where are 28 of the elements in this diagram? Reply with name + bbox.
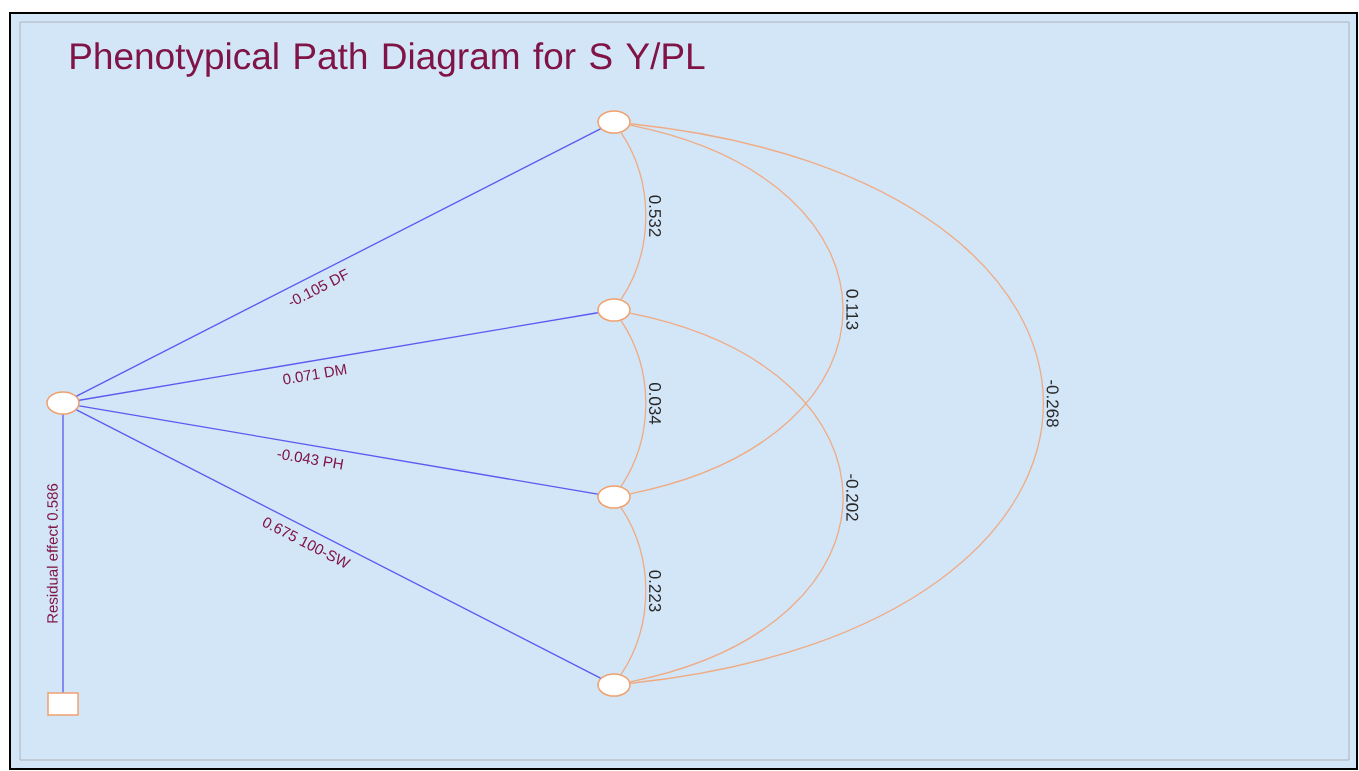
edge-label: 0.113	[846, 289, 859, 330]
curved-line	[629, 312, 844, 683]
node-circle	[597, 110, 631, 134]
curved-line	[620, 132, 647, 300]
edge-label: 0.532	[649, 195, 661, 237]
node-circle	[46, 391, 80, 415]
line	[75, 409, 602, 679]
edge-label: -0.043 PH	[277, 449, 344, 470]
curved-line	[620, 320, 647, 487]
node-circle	[597, 298, 631, 322]
node-circle	[597, 485, 631, 509]
title: Phenotypical Path Diagram for S Y/PL	[71, 42, 705, 77]
line	[62, 414, 64, 693]
curved-line	[629, 124, 844, 495]
curved-line	[629, 123, 1045, 684]
edge-label: -0.268	[1046, 380, 1059, 427]
line	[78, 312, 599, 401]
edge-label: 0.071 DM	[283, 363, 347, 385]
curved-line	[620, 507, 647, 675]
line	[78, 405, 599, 495]
edge-label: 0.223	[649, 570, 661, 612]
edge-label: -0.202	[846, 474, 859, 521]
line	[75, 128, 602, 397]
edge-label: 0.034	[649, 382, 661, 425]
edge-label: -0.105 DF	[289, 268, 348, 305]
edge-label: Residual effect 0.586	[46, 483, 58, 623]
node-square	[47, 692, 79, 716]
node-circle	[597, 673, 631, 697]
